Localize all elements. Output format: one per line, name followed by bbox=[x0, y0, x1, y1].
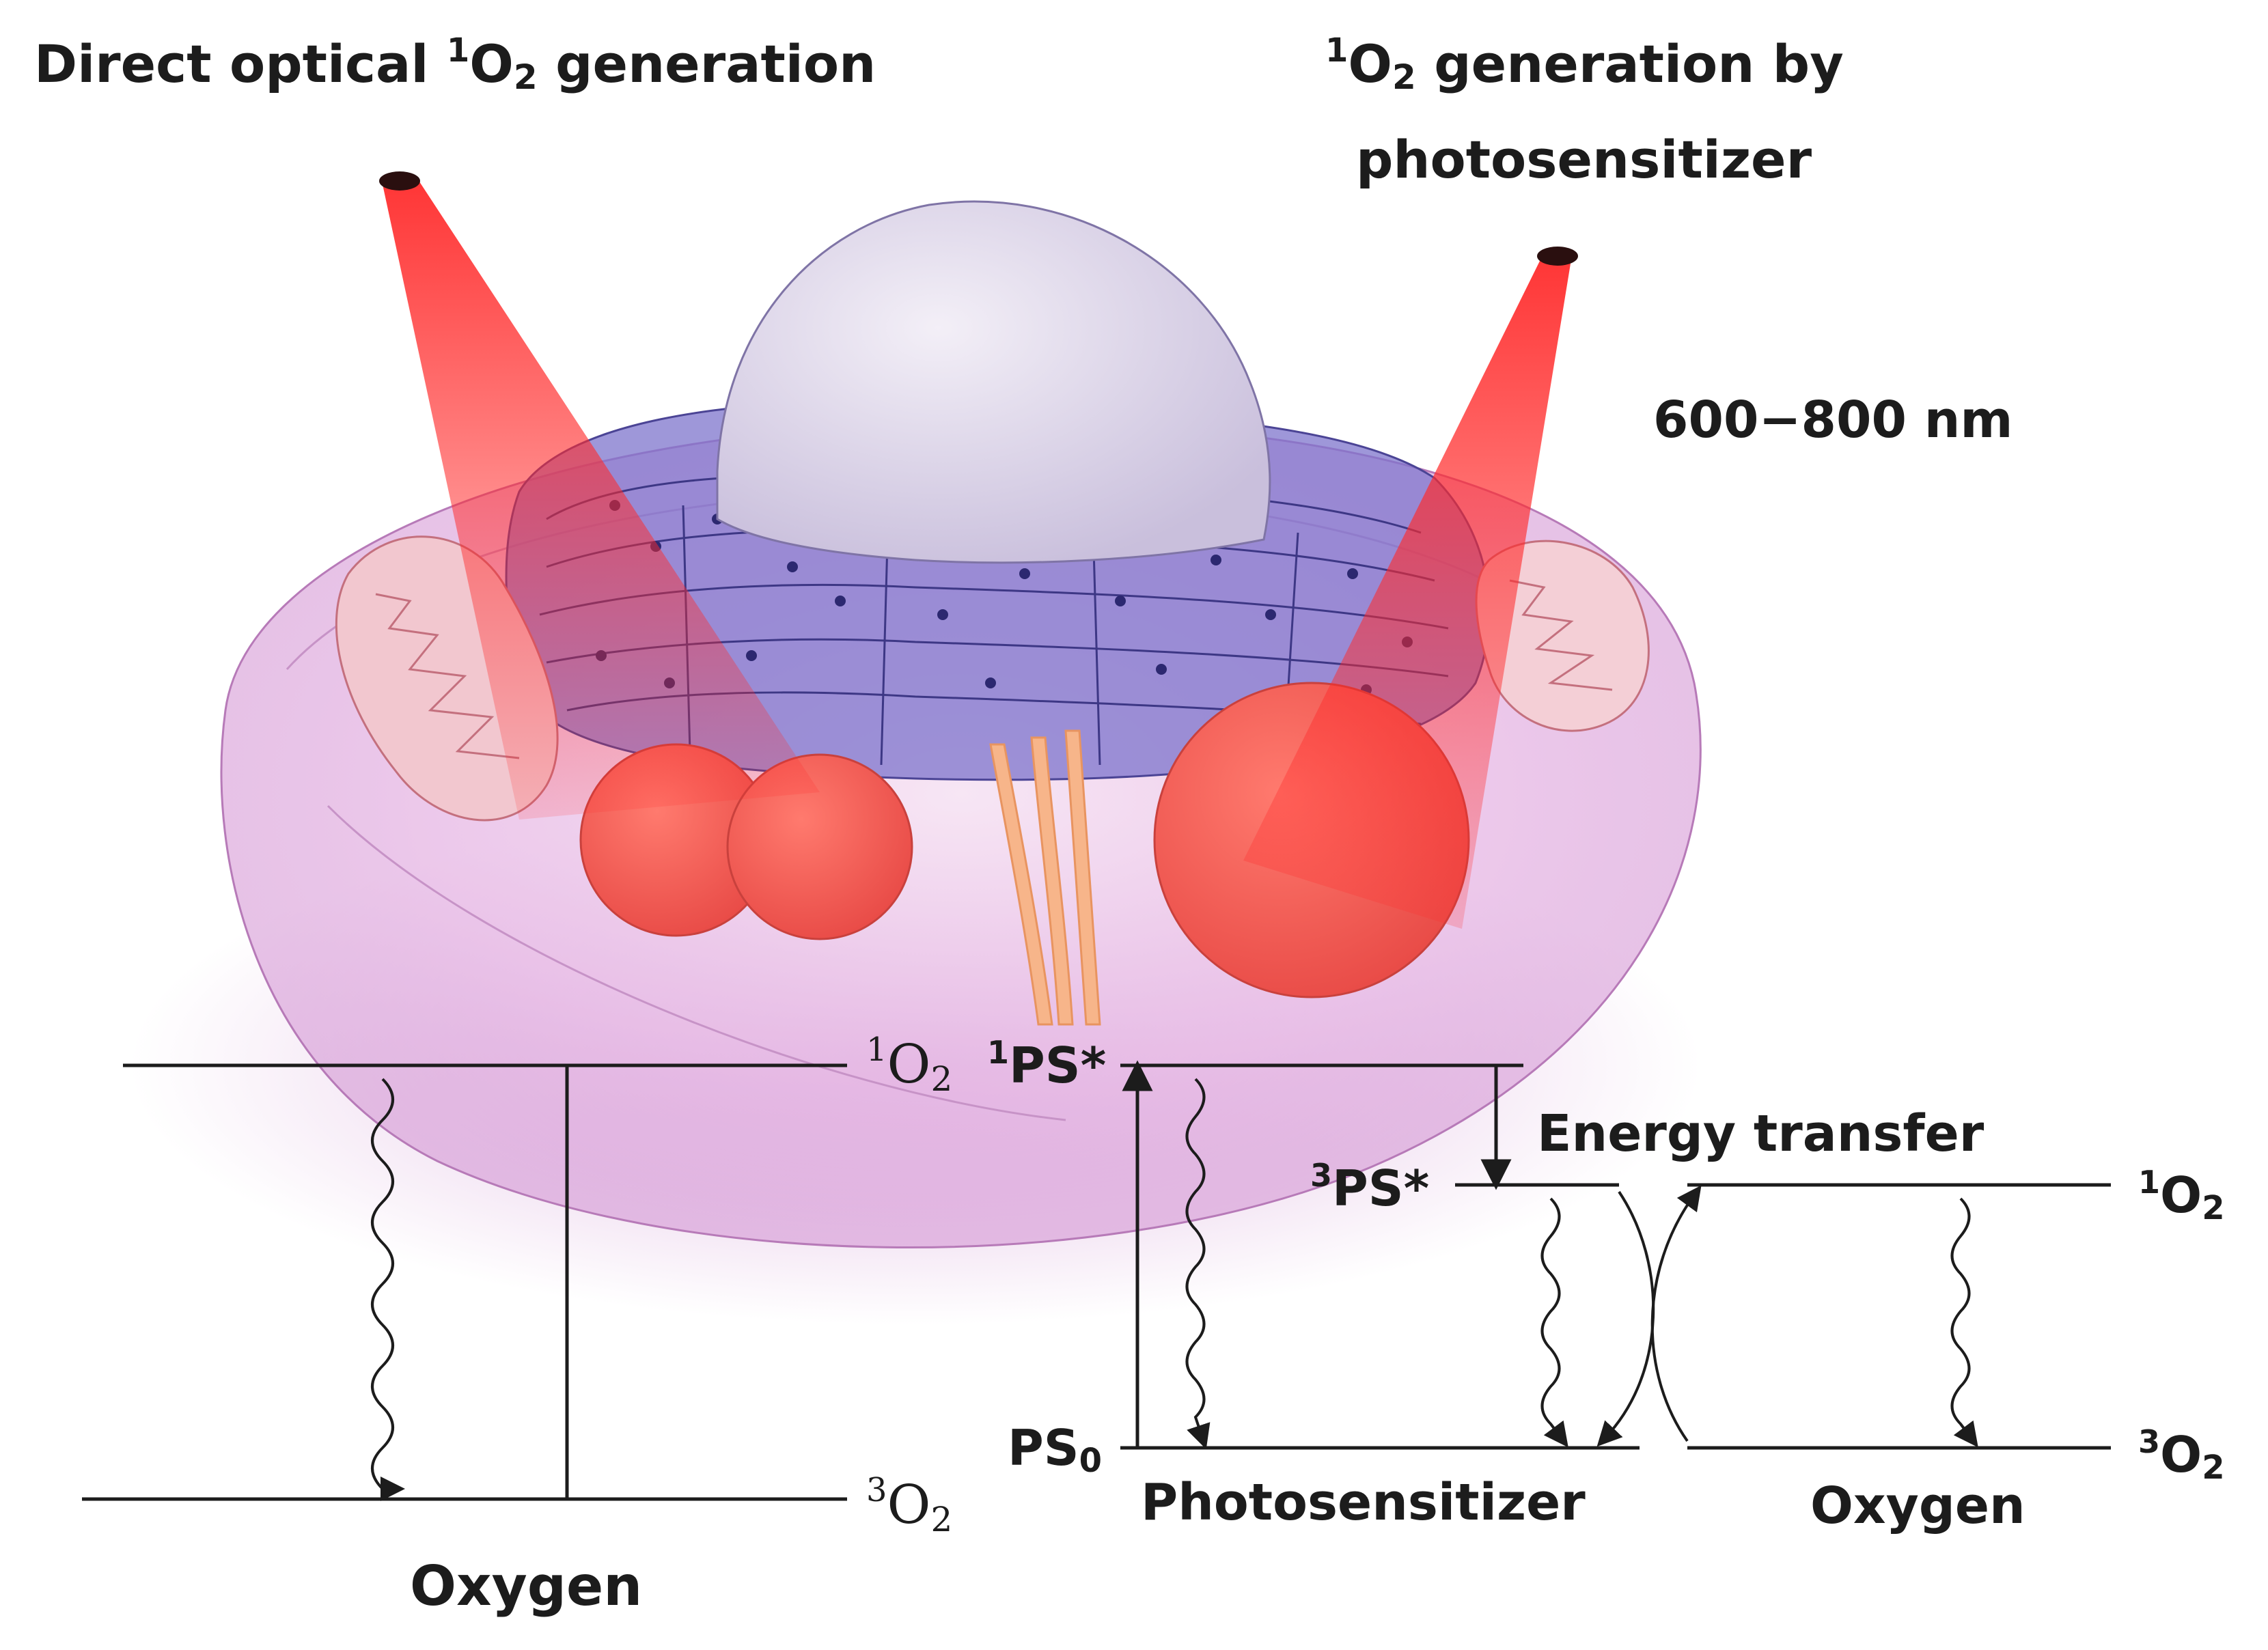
laser-beam-left bbox=[379, 171, 820, 820]
title-direct-generation: Direct optical 1O2 generation bbox=[34, 31, 876, 97]
direct-energy-diagram: 1O2 3O2 Oxygen bbox=[82, 1031, 952, 1618]
ps-singlet-label: 1PS* bbox=[987, 1034, 1106, 1094]
title-ps-generation-line2: photosensitizer bbox=[1356, 129, 1812, 190]
title-ps-generation-line1: 1O2 generation by bbox=[1325, 31, 1844, 97]
direct-relaxation-wavy-arrow bbox=[371, 1078, 405, 1501]
photosensitizer-energy-diagram: 1PS* 3PS* PS0 Energy transfer Photosensi… bbox=[987, 1034, 1984, 1532]
laser-source-right-icon bbox=[1537, 247, 1578, 266]
cell-illustration bbox=[130, 171, 1702, 1325]
ps-fluorescence-wavy-arrow bbox=[1185, 1078, 1211, 1450]
oxygen-relaxation-wavy-arrow bbox=[1950, 1197, 1978, 1448]
oxygen-energy-diagram: 1O2 3O2 Oxygen bbox=[1650, 1164, 2225, 1535]
oxygen-excitation-curve bbox=[1650, 1185, 1702, 1442]
direct-oxygen-caption: Oxygen bbox=[410, 1554, 642, 1618]
ps-phosphorescence-wavy-arrow bbox=[1540, 1197, 1568, 1448]
energy-transfer-label: Energy transfer bbox=[1537, 1104, 1984, 1163]
oxygen-triplet-label: 3O2 bbox=[2138, 1423, 2225, 1487]
nucleus bbox=[716, 200, 1271, 564]
lysosome-2 bbox=[726, 753, 913, 940]
laser-source-left-icon bbox=[379, 171, 420, 191]
ps-energy-transfer-curve bbox=[1596, 1190, 1655, 1447]
ps-ground-label: PS0 bbox=[1008, 1419, 1102, 1480]
ps-triplet-label: 3PS* bbox=[1310, 1157, 1429, 1217]
laser-beam-right bbox=[1243, 247, 1578, 929]
photosensitizer-caption: Photosensitizer bbox=[1141, 1473, 1586, 1532]
centrioles bbox=[989, 729, 1101, 1026]
cell-inner-curve bbox=[327, 805, 1066, 1121]
direct-triplet-label: 3O2 bbox=[866, 1471, 952, 1539]
direct-singlet-label: 1O2 bbox=[866, 1031, 952, 1099]
oxygen-caption: Oxygen bbox=[1810, 1477, 2025, 1535]
wavelength-label: 600−800 nm bbox=[1653, 391, 2013, 449]
oxygen-singlet-label: 1O2 bbox=[2138, 1164, 2225, 1227]
